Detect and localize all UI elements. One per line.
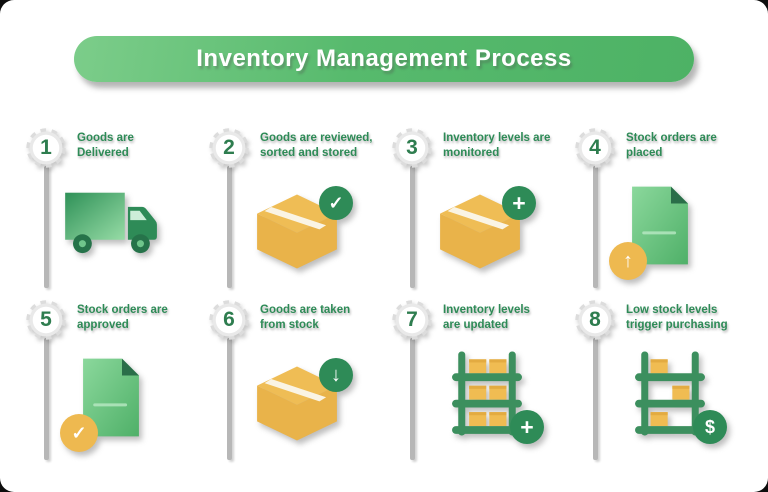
check-badge-icon: ✓ — [319, 186, 353, 220]
step-label: Inventory levels are monitored — [443, 132, 551, 159]
step-connector-line — [593, 166, 598, 288]
shelf-plus-icon: + — [448, 350, 544, 444]
page-title: Inventory Management Process — [196, 45, 572, 72]
dollar-badge-icon: $ — [693, 410, 727, 444]
step-label: Inventory levels are updated — [443, 304, 530, 331]
step-number: 7 — [406, 308, 418, 331]
step-connector-line — [44, 166, 49, 288]
step-number: 6 — [223, 308, 235, 331]
step-number: 3 — [406, 136, 418, 159]
step-label: Stock orders are placed — [626, 132, 717, 159]
step-number-badge: 8 — [573, 298, 617, 342]
up-arrow-badge-icon: ↑ — [609, 242, 647, 280]
step-connector-line — [593, 338, 598, 460]
step-number-badge: 6 — [207, 298, 251, 342]
document-check-icon: ✓ — [60, 356, 144, 452]
document-up-arrow-icon: ↑ — [609, 184, 693, 280]
step-connector-line — [410, 338, 415, 460]
step-7: 7 Inventory levels are updated + — [390, 296, 573, 468]
step-5: 5 Stock orders are approved ✓ — [24, 296, 207, 468]
step-number-badge: 1 — [24, 126, 68, 170]
step-label: Goods are reviewed, sorted and stored — [260, 132, 373, 159]
steps-grid: 1 Goods are Delivered 2 Goods are review… — [0, 124, 768, 468]
step-number: 1 — [40, 136, 52, 159]
step-label: Low stock levels trigger purchasing — [626, 304, 728, 331]
step-connector-line — [227, 166, 232, 288]
step-number: 5 — [40, 308, 52, 331]
plus-badge-icon: + — [510, 410, 544, 444]
step-8: 8 Low stock levels trigger purchasing $ — [573, 296, 756, 468]
title-banner: Inventory Management Process — [74, 36, 694, 82]
box-down-arrow-icon: ↓ — [251, 358, 353, 448]
step-label: Goods are Delivered — [77, 132, 134, 159]
step-3: 3 Inventory levels are monitored + — [390, 124, 573, 296]
step-6: 6 Goods are taken from stock ↓ — [207, 296, 390, 468]
step-number-badge: 3 — [390, 126, 434, 170]
step-number-badge: 7 — [390, 298, 434, 342]
box-check-icon: ✓ — [251, 186, 353, 276]
step-connector-line — [44, 338, 49, 460]
step-2: 2 Goods are reviewed, sorted and stored … — [207, 124, 390, 296]
step-label: Stock orders are approved — [77, 304, 168, 331]
step-connector-line — [227, 338, 232, 460]
step-number: 4 — [589, 136, 601, 159]
down-arrow-badge-icon: ↓ — [319, 358, 353, 392]
check-badge-icon: ✓ — [60, 414, 98, 452]
delivery-truck-icon — [62, 188, 164, 262]
shelf-dollar-icon: $ — [631, 350, 727, 444]
step-number: 8 — [589, 308, 601, 331]
step-number-badge: 5 — [24, 298, 68, 342]
step-label: Goods are taken from stock — [260, 304, 351, 331]
step-number-badge: 2 — [207, 126, 251, 170]
step-4: 4 Stock orders are placed ↑ — [573, 124, 756, 296]
step-1: 1 Goods are Delivered — [24, 124, 207, 296]
plus-badge-icon: + — [502, 186, 536, 220]
box-plus-icon: + — [434, 186, 536, 276]
step-number-badge: 4 — [573, 126, 617, 170]
step-connector-line — [410, 166, 415, 288]
step-number: 2 — [223, 136, 235, 159]
